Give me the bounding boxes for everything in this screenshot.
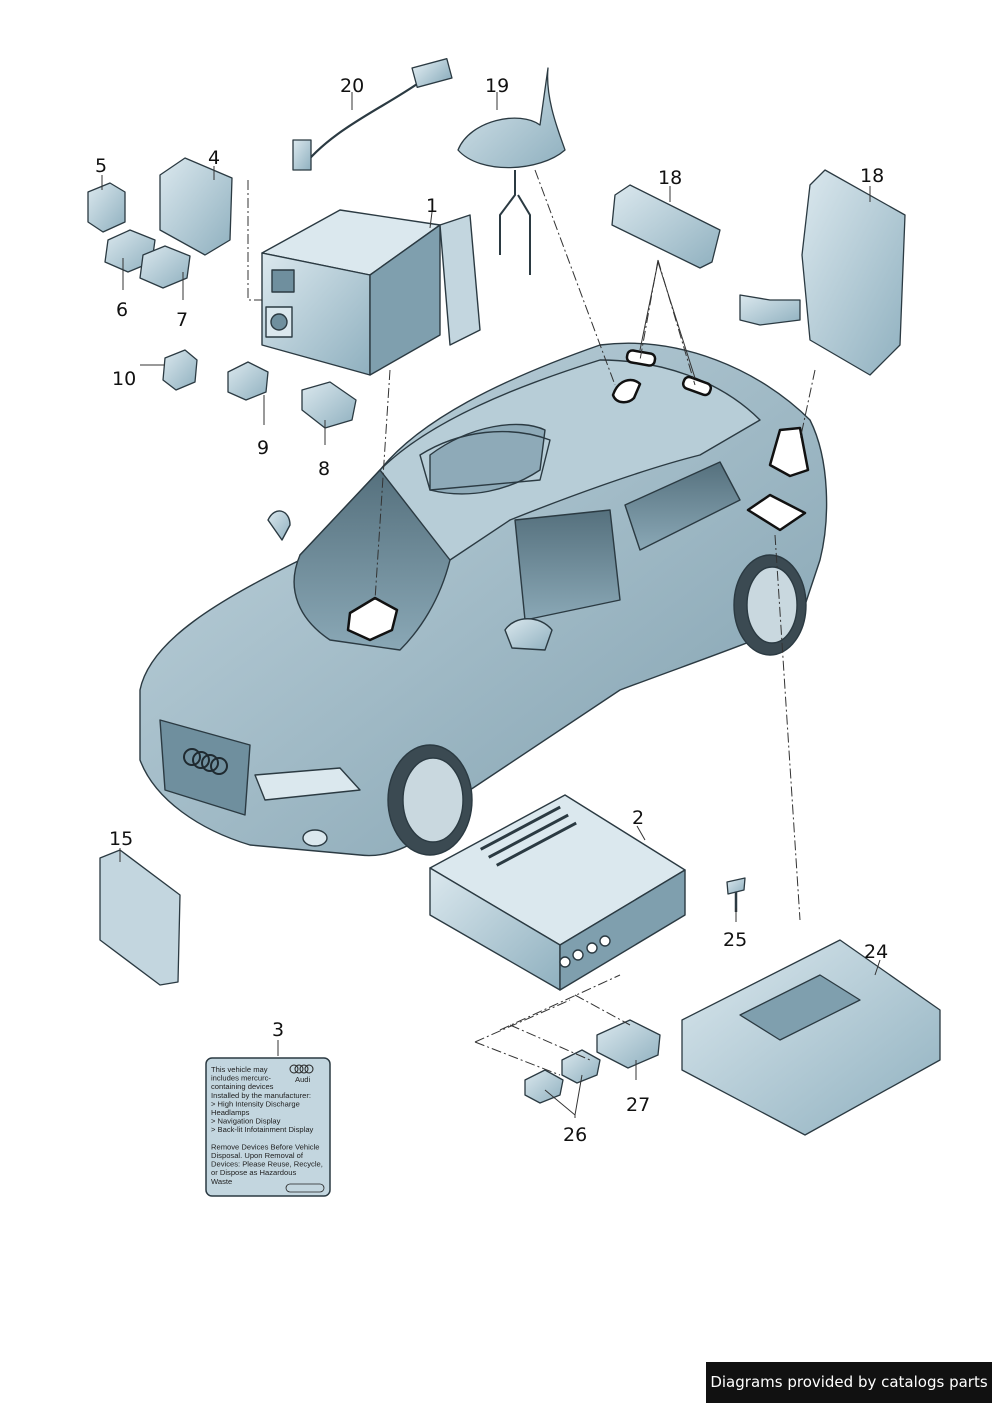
label-line: or Dispose as Hazardous — [211, 1168, 296, 1177]
small-parts — [87, 58, 941, 1136]
leader-lines — [101, 92, 881, 1118]
callout-27: 27 — [626, 1094, 650, 1116]
part-24-tray — [681, 939, 941, 1136]
label-brand: Audi — [295, 1075, 311, 1084]
part-1-display-unit — [261, 209, 481, 376]
label-line: Disposal. Upon Removal of — [211, 1151, 304, 1160]
callout-24: 24 — [864, 941, 888, 963]
label-line: > Navigation Display — [211, 1117, 281, 1126]
label-line: This vehicle may — [211, 1065, 268, 1074]
label-line: > High Intensity Discharge — [211, 1099, 300, 1108]
callout-4: 4 — [208, 147, 220, 169]
callout-3: 3 — [272, 1019, 284, 1041]
callout-15: 15 — [109, 828, 133, 850]
part-15-booklet — [99, 849, 181, 986]
part-18-module-b — [801, 169, 906, 376]
label-line: > Back-lit Infotainment Display — [211, 1125, 314, 1134]
label-line: Remove Devices Before Vehicle — [211, 1142, 319, 1151]
label-line: Headlamps — [211, 1108, 250, 1117]
label-line: Devices: Please Reuse, Recycle, — [211, 1160, 323, 1169]
callout-10: 10 — [112, 368, 136, 390]
callout-8: 8 — [318, 458, 330, 480]
callout-2: 2 — [632, 807, 644, 829]
callout-19: 19 — [485, 75, 509, 97]
part-19-antenna — [457, 67, 566, 169]
part-8-connector — [301, 381, 357, 429]
callout-9: 9 — [257, 437, 269, 459]
part-26-connector-b — [561, 1049, 601, 1084]
car-illustration — [139, 342, 828, 857]
part-26-connector-a — [524, 1069, 564, 1104]
callout-1: 1 — [426, 195, 438, 217]
callout-20: 20 — [340, 75, 364, 97]
part-5-connector — [87, 182, 126, 233]
part-10-connector — [162, 349, 198, 391]
part-7-connector — [139, 245, 191, 289]
callout-6: 6 — [116, 299, 128, 321]
part-25-screw — [726, 877, 746, 895]
callout-18-left: 18 — [658, 167, 682, 189]
part-4-bracket — [159, 157, 233, 256]
part-27-connector — [596, 1019, 661, 1069]
callout-5: 5 — [95, 155, 107, 177]
part-2-radio-unit — [429, 794, 686, 991]
catalog-credit-badge: Diagrams provided by catalogs parts — [706, 1362, 992, 1403]
part-18-module-a — [611, 184, 721, 269]
label-line: containing devices — [211, 1082, 274, 1091]
callout-labels: 1 20 19 18 18 5 4 6 7 10 9 8 15 2 25 24 … — [95, 75, 888, 1146]
callout-26: 26 — [563, 1124, 587, 1146]
label-line: includes mercurc- — [211, 1074, 271, 1083]
label-line: Installed by the manufacturer: — [211, 1091, 311, 1100]
callout-25: 25 — [723, 929, 747, 951]
callout-18-right: 18 — [860, 165, 884, 187]
callout-7: 7 — [176, 309, 188, 331]
part-9-connector — [227, 361, 269, 401]
label-line: Waste — [211, 1177, 232, 1186]
